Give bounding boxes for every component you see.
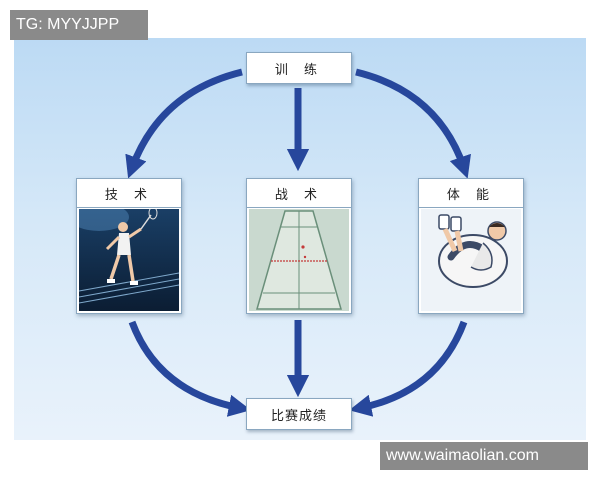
- tactics-label: 战 术: [247, 179, 351, 208]
- watermark-bottom: www.waimaolian.com: [380, 442, 588, 470]
- fitness-label: 体 能: [419, 179, 523, 208]
- arrow-technique-to-result: [128, 320, 251, 417]
- arrow-train-to-technique: [125, 68, 243, 179]
- arrow-train-to-fitness: [355, 68, 471, 179]
- technique-label: 技 术: [77, 179, 181, 208]
- watermark-top: TG: MYYJJPP: [10, 10, 148, 40]
- situp-exercise-image: [421, 209, 521, 311]
- training-node: 训 练: [246, 52, 352, 84]
- tactics-card: 战 术: [246, 178, 352, 314]
- arrow-fitness-to-result: [349, 320, 468, 417]
- badminton-court-image: [249, 209, 349, 311]
- technique-card: 技 术: [76, 178, 182, 314]
- competition-result-node: 比赛成绩: [246, 398, 352, 430]
- fitness-card: 体 能: [418, 178, 524, 314]
- badminton-player-image: [79, 209, 179, 311]
